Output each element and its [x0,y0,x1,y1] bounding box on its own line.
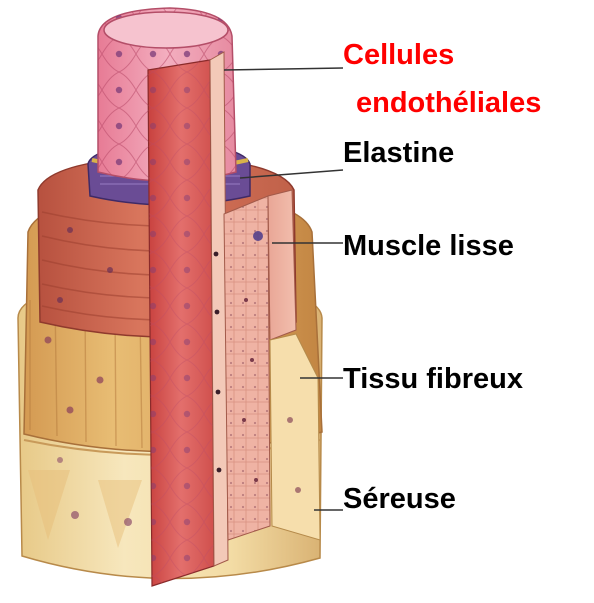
label-elastine: Elastine [343,137,454,170]
label-tissu-fibreux: Tissu fibreux [343,363,523,396]
label-cellules: Cellules [343,39,454,72]
leader-line-cellules [224,68,343,70]
label-sereuse: Séreuse [343,483,456,516]
label-endotheliales: endothéliales [356,87,541,120]
label-muscle-lisse: Muscle lisse [343,230,514,263]
